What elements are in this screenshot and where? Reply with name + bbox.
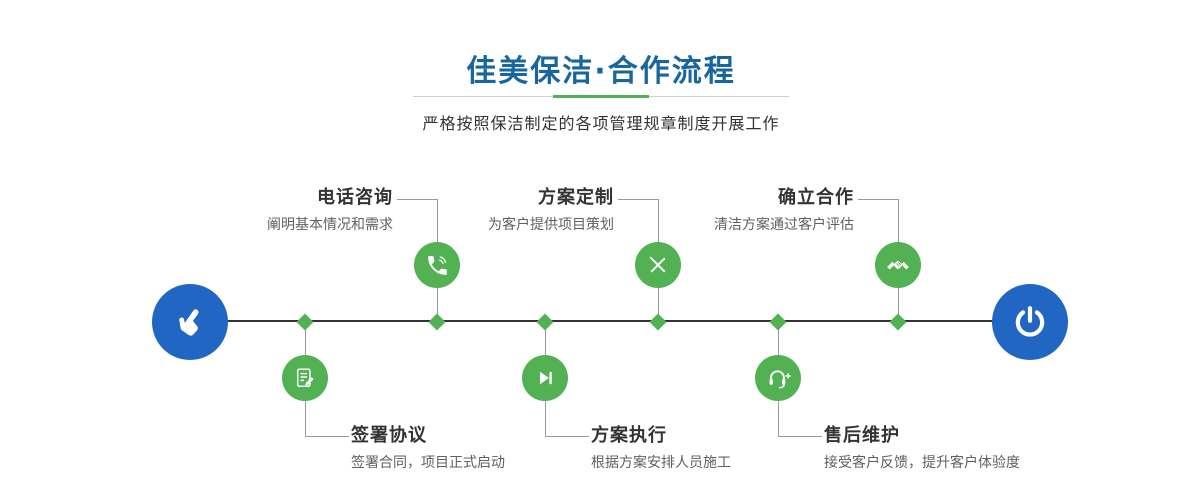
contract-signing-icon: [282, 355, 328, 401]
step-label: 方案定制 为客户提供项目策划: [488, 187, 614, 234]
step-label: 电话咨询 阐明基本情况和需求: [267, 187, 393, 234]
timeline-node-diamond: [889, 313, 907, 331]
connector-line: [618, 199, 658, 200]
phone-icon: [414, 242, 460, 288]
connector-line: [778, 436, 822, 437]
connector-line: [858, 199, 898, 200]
step-desc: 接受客户反馈，提升客户体验度: [824, 455, 1020, 471]
step-title: 方案定制: [538, 187, 614, 208]
step-label: 确立合作 清洁方案通过客户评估: [714, 187, 854, 234]
step-desc: 签署合同，项目正式启动: [351, 455, 505, 471]
timeline-line: [188, 320, 1032, 322]
headset-support-icon: [755, 355, 801, 401]
step-label: 方案执行 根据方案安排人员施工: [591, 425, 731, 472]
step-label: 签署协议 签署合同，项目正式启动: [351, 425, 505, 472]
page-title: 佳美保洁·合作流程: [466, 54, 736, 89]
connector-line: [545, 436, 589, 437]
timeline-node-diamond: [428, 313, 446, 331]
step-label: 售后维护 接受客户反馈，提升客户体验度: [824, 425, 1020, 472]
timeline-node-diamond: [296, 313, 314, 331]
play-next-icon: [522, 355, 568, 401]
timeline-end-node: [992, 284, 1068, 360]
power-icon: [1012, 304, 1048, 340]
step-title: 电话咨询: [317, 187, 393, 208]
pencil-ruler-icon: [635, 242, 681, 288]
step-title: 签署协议: [351, 425, 427, 446]
timeline-node-diamond: [769, 313, 787, 331]
page-subtitle: 严格按照保洁制定的各项管理规章制度开展工作: [422, 114, 780, 133]
title-divider: [413, 95, 789, 98]
connector-line: [305, 436, 349, 437]
divider-accent: [553, 95, 649, 98]
step-title: 方案执行: [591, 425, 667, 446]
timeline-node-diamond: [536, 313, 554, 331]
step-desc: 阐明基本情况和需求: [267, 217, 393, 233]
timeline-start-node: [152, 284, 228, 360]
step-desc: 清洁方案通过客户评估: [714, 217, 854, 233]
step-title: 确立合作: [778, 187, 854, 208]
step-desc: 为客户提供项目策划: [488, 217, 614, 233]
step-title: 售后维护: [824, 425, 900, 446]
pointer-hand-icon: [171, 303, 209, 341]
handshake-icon: [875, 242, 921, 288]
timeline-node-diamond: [649, 313, 667, 331]
step-desc: 根据方案安排人员施工: [591, 455, 731, 471]
connector-line: [397, 199, 437, 200]
